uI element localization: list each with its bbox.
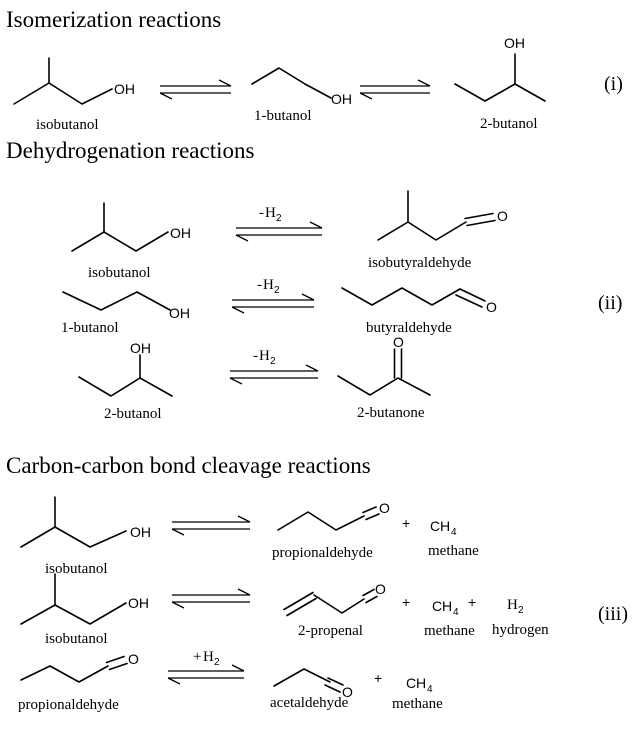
isobutanol-structure: OH [71,202,191,252]
condition-subscript: 2 [274,285,280,296]
plus-sign: + [374,670,382,686]
plus-sign: + [468,594,476,610]
compound-label-isobutanol: isobutanol [45,631,108,647]
compound-label-butyraldehyde: butyraldehyde [366,320,452,336]
formula-subscript: 2 [518,605,524,616]
hydrogen-symbol: H [442,598,452,614]
compound-label-2-butanone: 2-butanone [357,405,425,421]
condition-hydrogen-symbol: H [259,348,270,364]
2-butanone-structure: O [337,334,431,396]
equilibrium-arrow [229,364,319,385]
condition-hydrogen-symbol: H [265,205,276,221]
carbonyl-oxygen-label: O [342,684,353,700]
hydroxyl-label: OH [170,225,191,241]
propionaldehyde-structure: O [277,500,390,531]
methane-formula: C H 4 [430,518,457,538]
isobutyraldehyde-structure: O [377,190,508,241]
section-header-dehydrogenation: Dehydrogenation reactions [6,138,254,163]
carbonyl-oxygen-label: O [486,299,497,315]
1-butanol-structure: OH [62,291,190,321]
plus-sign: + [402,515,410,531]
hydrogen-symbol: H [507,597,518,613]
hydroxyl-label: OH [114,81,135,97]
compound-label-propionaldehyde: propionaldehyde [18,697,119,713]
dehydrogenation-condition: - H 2 [253,348,276,367]
compound-label-2-butanol: 2-butanol [480,116,538,132]
isobutanol-structure: OH [20,573,149,625]
hydrogen-symbol: H [416,675,426,691]
compound-label-isobutanol: isobutanol [36,117,99,133]
methane-formula: C H 4 [432,598,459,618]
reaction-number-ii: (ii) [598,292,622,314]
carbon-symbol: C [406,675,416,691]
2-butanol-structure: OH [78,340,173,397]
2-propenal-structure: O [283,581,386,617]
dehydrogenation-condition: - H 2 [259,205,282,224]
hydrogen-symbol: H [440,518,450,534]
compound-label-1-butanol: 1-butanol [61,320,119,336]
carbon-symbol: C [430,518,440,534]
dehydrogenation-condition: - H 2 [257,277,280,296]
compound-label-isobutanol: isobutanol [88,265,151,281]
carbonyl-oxygen-label: O [379,500,390,516]
equilibrium-arrow [159,79,232,100]
hydroxyl-label: OH [169,305,190,321]
condition-hydrogen-symbol: H [263,277,274,293]
condition-subscript: 2 [270,356,276,367]
section-header-cleavage: Carbon-carbon bond cleavage reactions [6,453,371,478]
compound-label-isobutanol: isobutanol [45,561,108,577]
carbonyl-oxygen-label: O [497,208,508,224]
propionaldehyde-structure: O [20,651,139,683]
condition-minus: - [259,205,264,221]
hydroxyl-label: OH [130,340,151,356]
compound-label-1-butanol: 1-butanol [254,108,312,124]
hydroxyl-label: OH [504,35,525,51]
compound-label-isobutyraldehyde: isobutyraldehyde [368,255,472,271]
condition-plus: + [193,649,201,665]
equilibrium-arrow [171,588,251,609]
acetaldehyde-structure: O [273,668,353,700]
compound-label-hydrogen: hydrogen [492,622,549,638]
condition-minus: - [257,277,262,293]
carbonyl-oxygen-label: O [128,651,139,667]
2-butanol-structure: OH [454,35,546,102]
hydroxyl-label: OH [130,524,151,540]
hydroxyl-label: OH [128,595,149,611]
carbon-symbol: C [432,598,442,614]
section-header-isomerization: Isomerization reactions [6,7,221,32]
condition-hydrogen-symbol: H [203,649,214,665]
plus-sign: + [402,594,410,610]
isobutanol-structure: OH [13,57,135,105]
equilibrium-arrow [167,664,245,685]
compound-label-methane: methane [428,543,479,559]
hydrogenation-condition: + H 2 [193,649,220,668]
hydroxyl-label: OH [331,91,352,107]
1-butanol-structure: OH [251,67,352,107]
carbonyl-oxygen-label: O [375,581,386,597]
equilibrium-arrow [235,221,323,242]
compound-label-acetaldehyde: acetaldehyde [270,695,349,711]
condition-subscript: 2 [276,213,282,224]
hydrogen-formula: H 2 [507,597,524,616]
equilibrium-arrow [171,515,251,536]
butyraldehyde-structure: O [341,287,497,315]
condition-minus: - [253,348,258,364]
isobutanol-structure: OH [20,496,151,548]
formula-subscript: 4 [453,607,459,618]
equilibrium-arrow [359,79,431,100]
condition-subscript: 2 [214,657,220,668]
compound-label-propionaldehyde: propionaldehyde [272,545,373,561]
compound-label-methane: methane [424,623,475,639]
compound-label-methane: methane [392,696,443,712]
formula-subscript: 4 [427,684,433,695]
compound-label-2-propenal: 2-propenal [298,623,363,639]
equilibrium-arrow [231,293,315,314]
compound-label-2-butanol: 2-butanol [104,406,162,422]
formula-subscript: 4 [451,527,457,538]
methane-formula: C H 4 [406,675,433,695]
carbonyl-oxygen-label: O [393,334,404,350]
reaction-number-i: (i) [604,73,623,95]
reaction-number-iii: (iii) [598,603,628,625]
